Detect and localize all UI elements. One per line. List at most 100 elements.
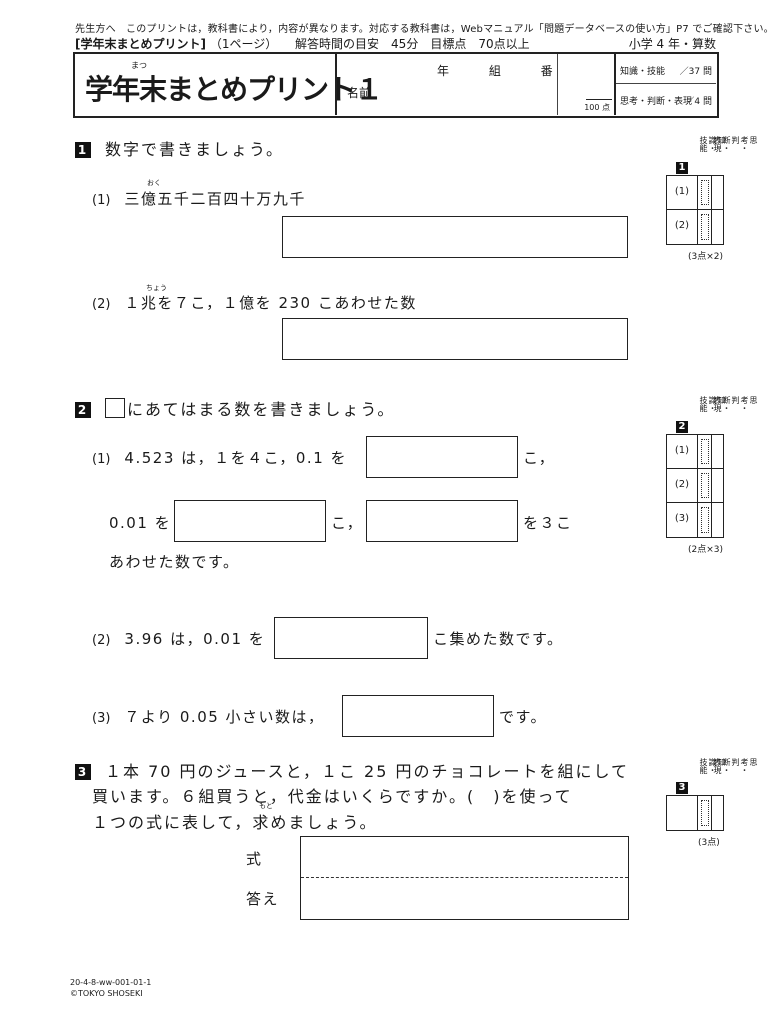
score-col-thinking: 思考・判断・表現: [713, 136, 758, 152]
class-labels: 年 組 番: [437, 64, 553, 78]
question-3-text-3: １つの式に表して，求めましょう。: [92, 813, 378, 832]
q1-part1: (1)三億五千二百四十万九千: [92, 188, 306, 209]
score-row-label: (2): [674, 220, 690, 231]
q3-dashed-divider: [301, 877, 628, 878]
score-table-2-number: 2: [676, 421, 688, 433]
question-2-text: にあてはまる数を書きましょう。: [127, 400, 396, 419]
page-title: 学年末まとめプリント１: [85, 73, 383, 106]
eval-knowledge: 知識・技能 ／37 問: [616, 54, 716, 84]
grade-subject: 小学 4 年・算数: [628, 37, 716, 51]
q2-part2-answer-box[interactable]: [274, 617, 428, 659]
eval-knowledge-label: 知識・技能: [620, 67, 666, 77]
score-table-3: [666, 795, 724, 831]
score-cell[interactable]: 100 点: [558, 54, 616, 115]
footer-copyright: ©TOKYO SHOSEKI: [70, 989, 143, 998]
q2-part1-text-a: 4.523 は，１を４こ，0.1 を: [124, 449, 348, 467]
q1-part2-answer-box[interactable]: [282, 318, 628, 360]
q1-part1-answer-box[interactable]: [282, 216, 628, 258]
score-table-2-points: (2点×3): [688, 545, 724, 555]
time-guide: 解答時間の目安 45分 目標点 70点以上: [295, 37, 530, 51]
name-cell[interactable]: 年 組 番 名前: [337, 54, 558, 115]
teacher-notice: 先生方へ このプリントは，教科書により，内容が異なります。対応する教科書は，We…: [75, 24, 768, 35]
q1-part1-text: 三億五千二百四十万九千: [124, 190, 306, 208]
q1-part2-text: １兆を７こ，１億を 230 こあわせた数: [124, 294, 417, 312]
score-row: (1): [667, 176, 723, 210]
score-table-1-number: 1: [676, 162, 688, 174]
score-table-3-number: 3: [676, 782, 688, 794]
score-col-knowledge: 知識・技能: [699, 396, 726, 412]
eval-thinking-label: 思考・判断・表現: [620, 97, 693, 107]
q2-part1-text-e: を３こ: [523, 514, 573, 532]
q2-part3-line: (3)７より 0.05 小さい数は，: [92, 706, 325, 727]
q1-part2: (2) １兆を７こ，１億を 230 こあわせた数: [92, 292, 417, 313]
question-2-heading: 2 にあてはまる数を書きましょう。: [75, 396, 395, 420]
q3-answer-field[interactable]: [301, 878, 628, 919]
q2-part2-label: (2): [92, 633, 111, 648]
q3-ruby: もと: [259, 802, 273, 810]
q2-part1-text-c: 0.01 を: [109, 514, 172, 532]
q1-part2-label: (2): [92, 297, 111, 312]
score-cell-knowledge[interactable]: [697, 469, 711, 502]
score-col-knowledge: 知識・技能: [699, 758, 726, 774]
score-row: (1): [667, 435, 723, 469]
q2-part2-text-b: こ集めた数です。: [433, 630, 564, 648]
score-row: (3): [667, 503, 723, 537]
q2-part3-answer-box[interactable]: [342, 695, 494, 737]
score-cell-thinking: [711, 503, 725, 537]
score-table-2: (1) (2) (3): [666, 434, 724, 538]
score-cell-thinking: [711, 210, 725, 244]
question-3-text-2: 買います。６組買うと，代金はいくらですか。( )を使って: [92, 787, 573, 806]
eval-knowledge-value: ／37 問: [679, 67, 712, 77]
evaluation-cell: 知識・技能 ／37 問 思考・判断・表現 ／4 問: [616, 54, 716, 115]
score-cell-thinking: [711, 435, 725, 468]
q2-part2-text-a: 3.96 は，0.01 を: [124, 630, 266, 648]
score-cell-knowledge[interactable]: [697, 176, 711, 209]
score-table-3-points: (3点): [698, 838, 720, 848]
score-col-thinking: 思考・判断・表現: [713, 396, 758, 412]
footer-code: 20-4-8-ww-001-01-1: [70, 978, 152, 987]
score-cell-knowledge[interactable]: [697, 503, 711, 537]
q2-part1-answer-box-1[interactable]: [366, 436, 518, 478]
q2-part1-answer-box-3[interactable]: [366, 500, 518, 542]
q2-part1-text-f: あわせた数です。: [109, 553, 240, 571]
question-3-text-1: １本 70 円のジュースと，１こ 25 円のチョコレートを組にして: [105, 762, 630, 781]
score-cell-main[interactable]: [711, 796, 725, 830]
name-label: 名前: [347, 86, 372, 100]
q2-part1-text-d: こ，: [331, 514, 364, 532]
eval-thinking-value: ／4 問: [685, 97, 712, 107]
score-row-label: (3): [674, 513, 690, 524]
page-indicator: （1ページ）: [209, 37, 278, 51]
score-row-label: (2): [674, 479, 690, 490]
blank-box-icon: [105, 398, 125, 418]
question-1-text: 数字で書きましょう。: [105, 140, 285, 159]
q3-formula-field[interactable]: [301, 837, 628, 876]
score-cell-knowledge[interactable]: [697, 210, 711, 244]
header-box: まつ 学年末まとめプリント１ 年 組 番 名前 100 点 知識・技能 ／37 …: [73, 52, 719, 118]
question-2-number: 2: [75, 402, 91, 418]
score-col-thinking: 思考・判断・表現: [713, 758, 758, 774]
score-cell-thinking: [711, 176, 725, 209]
score-table-1: (1) (2): [666, 175, 724, 245]
subtitle-line: [学年末まとめプリント] （1ページ） 解答時間の目安 45分 目標点 70点以…: [75, 35, 530, 52]
q3-formula-label: 式: [246, 850, 263, 868]
score-line: [586, 99, 612, 100]
q3-answer-label: 答え: [246, 890, 280, 908]
score-col-knowledge: 知識・技能: [699, 136, 726, 152]
question-1-number: 1: [75, 142, 91, 158]
score-cell-knowledge[interactable]: [697, 435, 711, 468]
q2-part1-line1: (1) 4.523 は，１を４こ，0.1 を: [92, 447, 347, 468]
score-cell-thinking: [711, 469, 725, 502]
q1-2-ruby: ちょう: [146, 284, 167, 292]
q2-part1-answer-box-2[interactable]: [174, 500, 326, 542]
score-row: (2): [667, 210, 723, 244]
q2-part3-text-b: です。: [499, 708, 548, 726]
score-table-1-points: (3点×2): [688, 252, 724, 262]
q2-part1-text-b: こ，: [523, 449, 556, 467]
q1-1-ruby: おく: [147, 179, 161, 187]
score-row: (2): [667, 469, 723, 503]
score-unit: 100 点: [584, 103, 610, 112]
score-row: [667, 796, 723, 830]
question-1-heading: 1 数字で書きましょう。: [75, 136, 284, 160]
q2-part1-label: (1): [92, 452, 111, 467]
